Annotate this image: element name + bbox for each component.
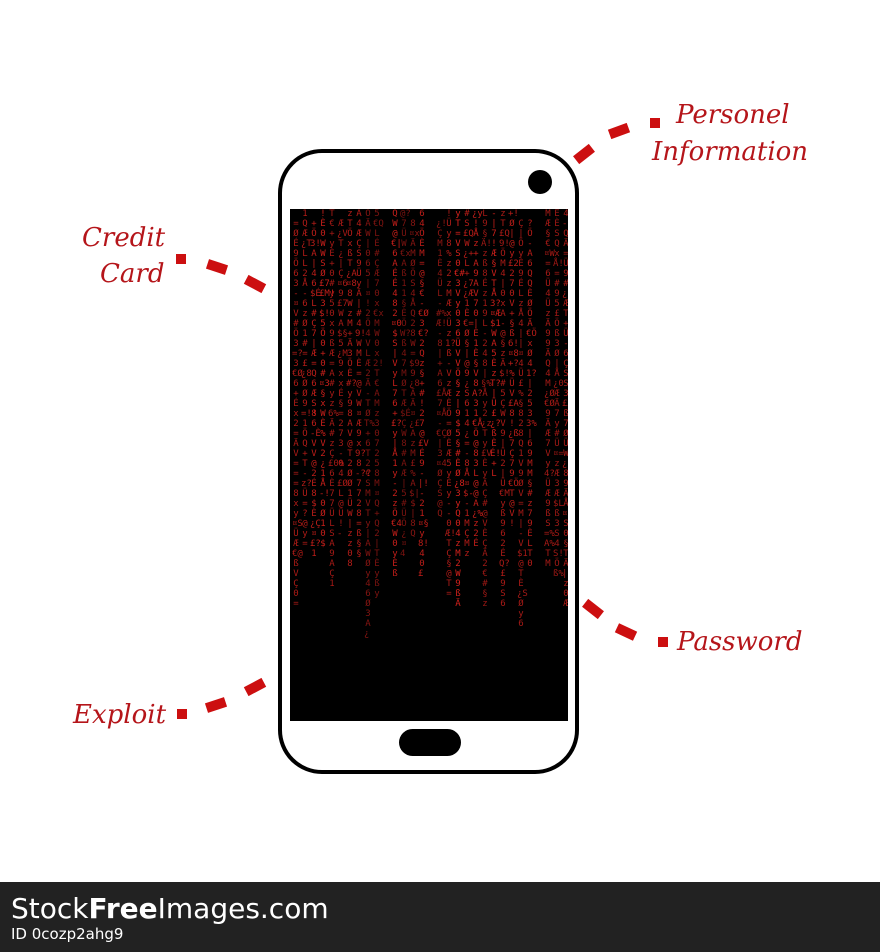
matrix-column: !È0 WWSØ£7 £M! 3$!5Ö0 + 0 #¤3 §xW È %V2¿… [319, 209, 341, 549]
matrix-column: Æ¿VT¿ |Ç¤6 9£7WA$§5¿M9xxÉ § =273 -04 £ØL… [337, 209, 360, 539]
brand-prefix: Stock [11, 892, 89, 925]
illustration-canvas: =ØÉ9Ö 63- ¤ V#Ö3=?3€Ø6+Éx2= ÄV===8x y¤SÜ… [73, 100, 809, 774]
connector-dash [614, 623, 638, 641]
matrix-column: 8¤xÄ MØÖ S 4 Å Q 28W=$99 ¿8 ÄÄ¤¿£ A zM £… [409, 209, 427, 539]
matrix-column: T€+yÈ+0#y50x 9 ßÆ=A#y z6%Ä#z Ç£0% 6 È77Ü… [328, 209, 351, 589]
smartphone: =ØÉ9Ö 63- ¤ V#Ö3=?3€Ø6+Éx2= ÄV===8x y¤SÜ… [278, 149, 579, 774]
connector-dash [177, 709, 187, 719]
connector-dash [243, 274, 267, 294]
brand-logo: StockFreeImages.com [11, 892, 329, 926]
matrix-column: 1QÆ ¿TL L2Å- 6z Ø1# =£¿8ØØ 9 =!!1ÖQ+T-z?… [301, 209, 330, 549]
connector-dash [607, 122, 631, 140]
matrix-column: yT=V S0€#3Vy036 ÜV V Ö§z |9$ 5§#ÈØ ¿83 y… [454, 209, 467, 609]
matrix-column: ¿y ! Åz+A9AV70 |È 1È §V8A?31€ÅÖ @83L @@ … [472, 209, 501, 549]
connector-dash [573, 143, 595, 165]
watermark-footer: StockFreeImages.com ID 0cozp2ahg9 [0, 882, 880, 952]
matrix-column: QW@€| 6A ÉÉ 48 2¤0 $ S|VyL76+£?y| Å1 y-2… [391, 209, 413, 579]
matrix-column: 64 ÖÈM =@§€ -€Ø3€?2 Qz§+# !27@£VÉ9- |!-2… [418, 209, 436, 579]
matrix-column: Ö ÄW|065|¤ !2Ö4V LÆ2Ä -TØ T%+6T2€ SMVTy|… [364, 209, 377, 639]
connector-dash [243, 677, 267, 697]
matrix-column: ¿! Ç M 1È4Ü L-#% Æ! - 8|+A6£Å 7 ¤Å -€Ç|3… [436, 209, 458, 519]
label-credit-card-1: Credit [82, 223, 166, 253]
label-personel-information-2: Information [652, 137, 809, 167]
matrix-column: -| 7 ! Æ § VTÅ3?¤Æ$1 WA5 ÈzT? | Ü£¿?ßÈ É… [490, 209, 518, 479]
matrix-column: !Üy8 %z2z MÆxÜz1?ß- Vz ÆÈ Ö=ØÈÆ5yÉy--0 Æ… [445, 209, 468, 599]
matrix-column: zTÖxßT¿A ¤8 8W z M+Ä 3 Ö È #?y9 8AV@T2ØØ… [346, 209, 369, 569]
matrix-column: zT£Q 9!ÖM4|0xA- @§zÄ$!#5ÇWV9| Ü2|Ü €M yß… [499, 209, 517, 609]
matrix-column: Ä4ÆÇS9 ÜyÄ |#49! WMÈ= @VW ¤ Æ9x 9?8 -??7… [355, 209, 378, 559]
label-credit-card-2: Card [100, 259, 165, 289]
brand-bold: Free [88, 892, 158, 925]
matrix-column: #S£QW¿+ L + ¿7¿Æ1È€=Ø§|@9¿ S61 4¿ = -8Å … [463, 209, 481, 559]
matrix-column: L 9 §Ä!zß8É z19L-24 8|§%Åy2¿zTy£VÈyÄÇ#@V… [481, 209, 494, 609]
connector-dash [205, 259, 229, 275]
matrix-screen: =ØÉ9Ö 63- ¤ V#Ö3=?3€Ø6+Éx2= ÄV===8x y¤SÜ… [290, 209, 568, 721]
matrix-column: MÆ§€¤W=6Ü 4 Üz Ä99ÄQ4M¿Ø€Ø9 ÄÆ 7 Vy4?ÜÆ9… [544, 209, 555, 569]
connector-dash [658, 637, 668, 647]
connector-dash [176, 254, 186, 264]
camera-icon [528, 170, 552, 194]
connector-dash [650, 118, 660, 128]
label-personel-information-1: Personel [676, 100, 790, 130]
matrix-column: 4 -È QÄ =Ü9#¿8ÆT+Ü-6ÇSS3£Äß7ØÜW ¿S89ÄÅ¤x… [562, 209, 568, 609]
matrix-column: +!Ø|@y£2270 V+§ ß 6!¤8+?%Ü V£A8 !¿ß7 Ç 7… [508, 209, 531, 529]
matrix-column: ?Ö -A6QQÈØÖÄ€ÖxØ41? | 2533%| 69MM§# z79 … [526, 209, 544, 569]
connector-dash [204, 697, 228, 713]
brand-suffix: Images.com [157, 892, 329, 925]
matrix-column: ÈÈSQx Å!=#95£ Öß 3 Ø |Å¿0Æ Ä7y#Ü¤=zÆ3Æ$L… [553, 209, 564, 579]
matrix-column: @?7ÜW €x Aß 11§ÈÖW?ß47 M ØTÆ$É ÇW8 #AÆ |… [400, 209, 418, 559]
matrix-column: +Ö 3!A| 46$ÉL #Ç 7|Æ =Q 6Æ S 86-ÈVV@ 2É8… [310, 209, 328, 559]
matrix-column: 5€QLÉ#ÇÆ 70 x€xMW0x2!T€ AMz 30 725 8M¤ Q… [373, 209, 391, 599]
matrix-column: Ç | ÖyÉ9ÉLzÅ4||¤ 4Ü£%§ 828 Q1V9ØV =M|-V$… [517, 209, 535, 629]
image-id: ID 0cozp2ahg9 [11, 925, 124, 943]
connector-dash [582, 598, 604, 620]
label-password: Password [677, 627, 803, 657]
matrix-column: =ØÉ9Ö 63- ¤ V#Ö3=?3€Ø6+Éx2= ÄV===8x y¤SÜ… [292, 209, 310, 609]
label-exploit: Exploit [73, 700, 167, 730]
home-button [399, 729, 461, 756]
